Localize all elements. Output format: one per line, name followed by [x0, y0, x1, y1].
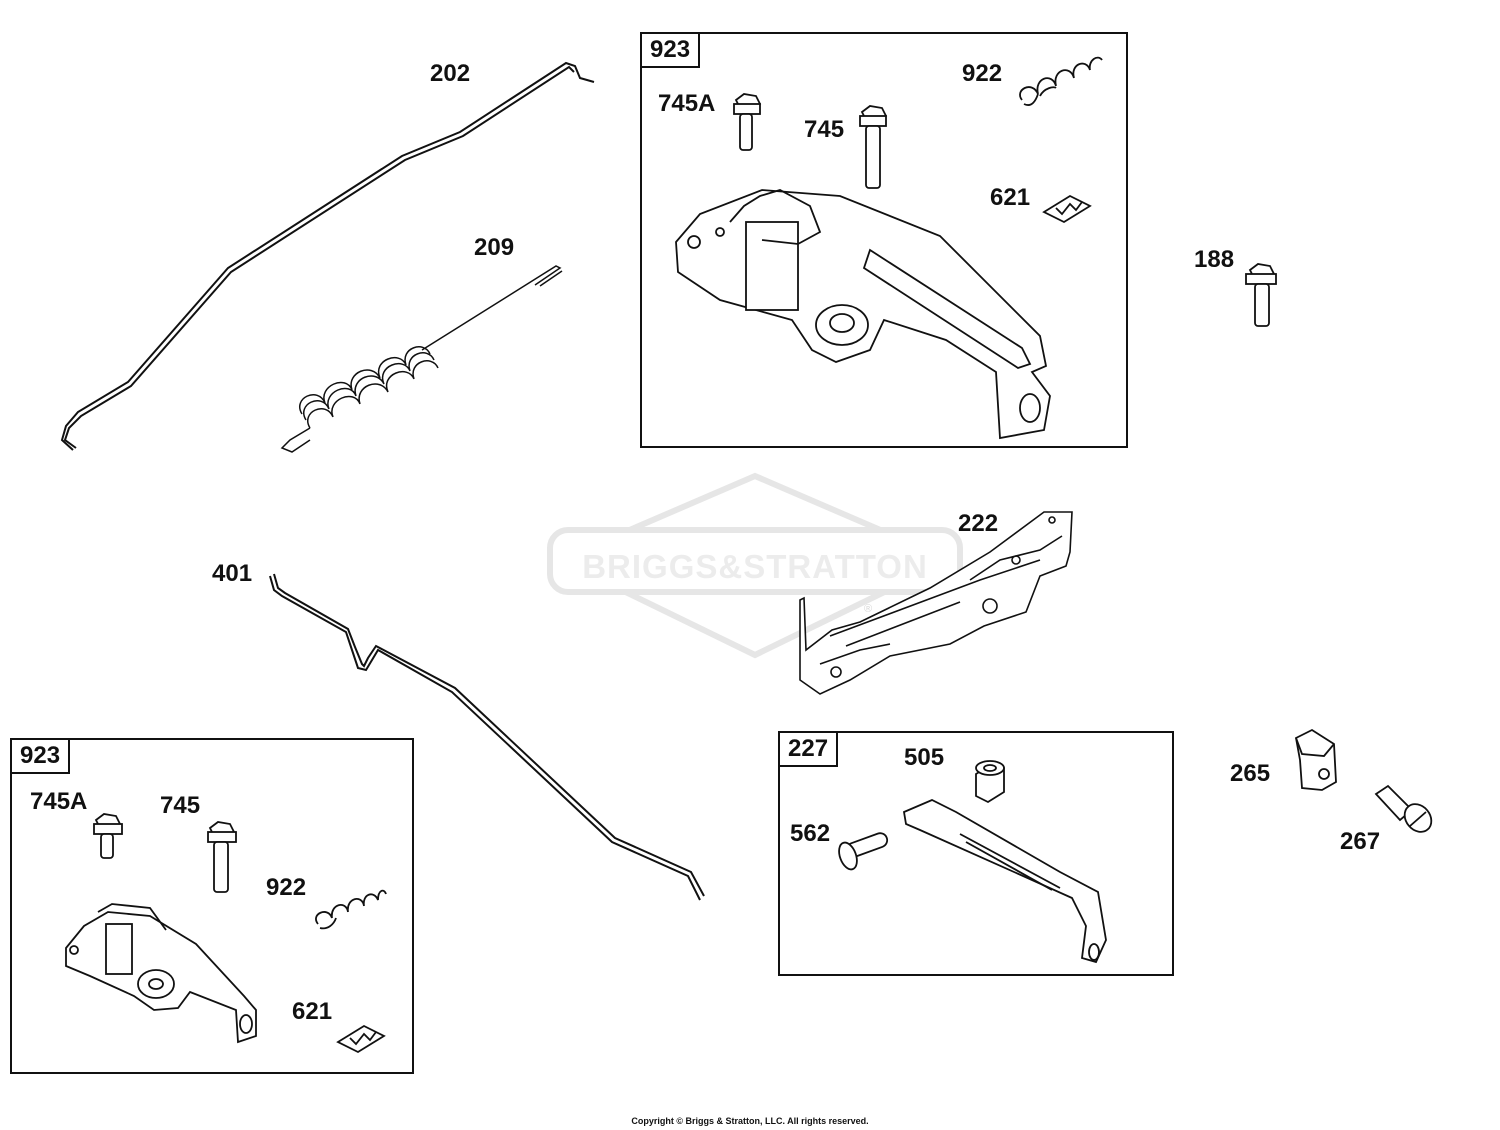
kit-923-bottom-parts: [65, 813, 387, 1054]
spring-209-coils: [299, 346, 439, 429]
kit-227-box: 227: [778, 731, 1174, 976]
copyright-footer: Copyright © Briggs & Stratton, LLC. All …: [631, 1116, 869, 1126]
rod-202: [60, 61, 595, 451]
callout-745-bottom[interactable]: 745: [160, 792, 201, 819]
callout-222[interactable]: 222: [958, 510, 999, 537]
kit-227-number[interactable]: 227: [778, 731, 839, 767]
callout-267[interactable]: 267: [1340, 828, 1381, 855]
bracket-222: [799, 511, 1073, 695]
callout-922-bottom[interactable]: 922: [266, 874, 307, 901]
rod-401: [269, 573, 705, 901]
callout-505[interactable]: 505: [904, 744, 945, 771]
callout-265[interactable]: 265: [1230, 760, 1271, 787]
callout-202[interactable]: 202: [430, 60, 471, 87]
kit-923-bottom-number[interactable]: 923: [10, 738, 71, 774]
screw-267: [1374, 784, 1433, 833]
part-265: [1294, 728, 1337, 791]
callout-621-top[interactable]: 621: [990, 184, 1031, 211]
spring-209: [280, 265, 563, 453]
callout-922-top[interactable]: 922: [962, 60, 1003, 87]
kit-923-top-parts: [675, 56, 1103, 440]
callout-401[interactable]: 401: [212, 560, 253, 587]
bolt-188: [1245, 263, 1277, 327]
kit-227-parts: [838, 760, 1107, 964]
callout-209[interactable]: 209: [474, 234, 515, 261]
callout-745A-top[interactable]: 745A: [658, 90, 716, 117]
kit-923-bottom-box: 923: [10, 738, 414, 1074]
callout-745-top[interactable]: 745: [804, 116, 845, 143]
callout-745A-bottom[interactable]: 745A: [30, 788, 88, 815]
kit-923-top-box: 923: [640, 32, 1128, 448]
kit-923-top-number[interactable]: 923: [640, 32, 701, 68]
brand-watermark-emblem: [547, 472, 963, 659]
callout-562[interactable]: 562: [790, 820, 831, 847]
callout-188[interactable]: 188: [1194, 246, 1235, 273]
brand-watermark-text: BRIGGS&STRATTON: [582, 548, 928, 585]
callout-621-bottom[interactable]: 621: [292, 998, 333, 1025]
registered-mark: ®: [864, 603, 873, 615]
